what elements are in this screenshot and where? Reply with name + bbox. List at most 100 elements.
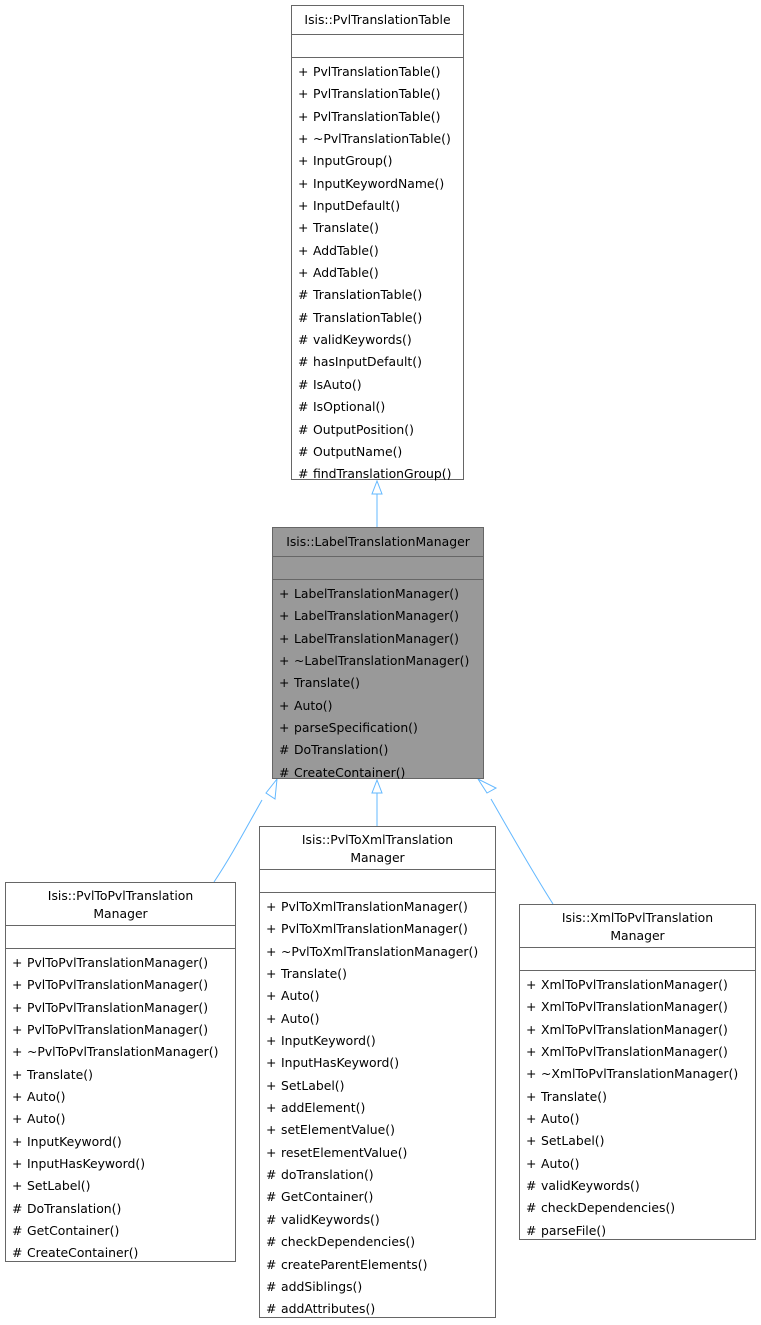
operation-row[interactable]: +InputDefault() [298, 195, 463, 217]
operation-row[interactable]: #DoTranslation() [12, 1198, 235, 1220]
operation-row[interactable]: +InputHasKeyword() [266, 1052, 495, 1074]
operation-row[interactable]: +Translate() [298, 217, 463, 239]
class-pvl-to-pvl-translation-manager[interactable]: Isis::PvlToPvlTranslation Manager +PvlTo… [5, 882, 236, 1262]
operation-row[interactable]: +LabelTranslationManager() [279, 583, 483, 605]
operation-row[interactable]: +PvlToXmlTranslationManager() [266, 918, 495, 940]
operation-row[interactable]: +PvlToPvlTranslationManager() [12, 997, 235, 1019]
visibility-marker: + [12, 1066, 23, 1082]
visibility-marker: # [526, 1178, 537, 1194]
visibility-marker: # [279, 742, 290, 758]
operation-row[interactable]: #hasInputDefault() [298, 351, 463, 373]
operation-row[interactable]: +LabelTranslationManager() [279, 605, 483, 627]
visibility-marker: + [526, 1066, 537, 1082]
operation-row[interactable]: #findTranslationGroup() [298, 463, 463, 485]
operation-row[interactable]: #TranslationTable() [298, 307, 463, 329]
operation-row[interactable]: +PvlTranslationTable() [298, 83, 463, 105]
operation-row[interactable]: +Auto() [526, 1108, 755, 1130]
operation-row[interactable]: #parseFile() [526, 1220, 755, 1242]
operation-row[interactable]: +SetLabel() [12, 1175, 235, 1197]
operation-name: PvlToPvlTranslationManager() [27, 999, 209, 1015]
operation-row[interactable]: #checkDependencies() [266, 1231, 495, 1253]
operation-row[interactable]: +PvlTranslationTable() [298, 106, 463, 128]
arrowhead-focus-center [371, 778, 383, 794]
class-pvl-to-xml-translation-manager[interactable]: Isis::PvlToXmlTranslation Manager +PvlTo… [259, 826, 496, 1318]
operation-row[interactable]: #checkDependencies() [526, 1197, 755, 1219]
operation-row[interactable]: +InputKeyword() [12, 1131, 235, 1153]
operation-row[interactable]: #doTranslation() [266, 1164, 495, 1186]
class-name-line-1: Isis::PvlToXmlTranslation [301, 832, 454, 847]
operation-row[interactable]: +Auto() [279, 695, 483, 717]
operation-row[interactable]: +Translate() [266, 963, 495, 985]
operation-row[interactable]: +InputKeyword() [266, 1030, 495, 1052]
operation-row[interactable]: +SetLabel() [526, 1130, 755, 1152]
operation-row[interactable]: +AddTable() [298, 240, 463, 262]
operation-row[interactable]: #IsOptional() [298, 396, 463, 418]
operation-row[interactable]: +InputKeywordName() [298, 173, 463, 195]
operation-row[interactable]: +PvlToPvlTranslationManager() [12, 1019, 235, 1041]
operation-row[interactable]: #OutputName() [298, 441, 463, 463]
operation-row[interactable]: #IsAuto() [298, 374, 463, 396]
visibility-marker: + [266, 1100, 277, 1116]
operation-row[interactable]: #addSiblings() [266, 1276, 495, 1298]
operation-row[interactable]: +~PvlTranslationTable() [298, 128, 463, 150]
operation-row[interactable]: #GetContainer() [12, 1220, 235, 1242]
operation-row[interactable]: #TranslationTable() [298, 284, 463, 306]
operation-row[interactable]: +PvlToXmlTranslationManager() [266, 896, 495, 918]
operation-name: SetLabel() [281, 1077, 345, 1093]
operation-row[interactable]: +Auto() [12, 1086, 235, 1108]
operation-row[interactable]: #validKeywords() [266, 1209, 495, 1231]
operation-row[interactable]: +XmlToPvlTranslationManager() [526, 1019, 755, 1041]
operation-row[interactable]: +Translate() [12, 1064, 235, 1086]
operation-row[interactable]: +~PvlToXmlTranslationManager() [266, 941, 495, 963]
visibility-marker: + [526, 1088, 537, 1104]
operation-row[interactable]: +SetLabel() [266, 1075, 495, 1097]
operation-row[interactable]: #addAttributes() [266, 1298, 495, 1320]
visibility-marker: # [298, 376, 309, 392]
operation-row[interactable]: #GetContainer() [266, 1186, 495, 1208]
operation-row[interactable]: +PvlTranslationTable() [298, 61, 463, 83]
operation-row[interactable]: +addElement() [266, 1097, 495, 1119]
operation-row[interactable]: +XmlToPvlTranslationManager() [526, 996, 755, 1018]
class-pvl-translation-table[interactable]: Isis::PvlTranslationTable +PvlTranslatio… [291, 5, 464, 481]
operation-row[interactable]: +Auto() [266, 1008, 495, 1030]
operation-row[interactable]: #validKeywords() [526, 1175, 755, 1197]
operation-row[interactable]: #OutputPosition() [298, 419, 463, 441]
class-xml-to-pvl-translation-manager[interactable]: Isis::XmlToPvlTranslation Manager +XmlTo… [519, 904, 756, 1240]
operation-name: Auto() [27, 1089, 66, 1105]
operation-row[interactable]: +parseSpecification() [279, 717, 483, 739]
operation-row[interactable]: +InputGroup() [298, 150, 463, 172]
operation-row[interactable]: +InputHasKeyword() [12, 1153, 235, 1175]
attributes-compartment [520, 948, 755, 971]
visibility-marker: + [279, 608, 290, 624]
class-name: Isis::PvlTranslationTable [292, 6, 463, 35]
operation-row[interactable]: +Auto() [266, 985, 495, 1007]
operation-row[interactable]: +resetElementValue() [266, 1142, 495, 1164]
operation-name: PvlTranslationTable() [313, 86, 441, 102]
operation-row[interactable]: +AddTable() [298, 262, 463, 284]
operation-row[interactable]: +XmlToPvlTranslationManager() [526, 974, 755, 996]
operation-row[interactable]: #CreateContainer() [12, 1242, 235, 1264]
operation-name: Translate() [313, 220, 379, 236]
operation-name: LabelTranslationManager() [294, 630, 459, 646]
operation-row[interactable]: #validKeywords() [298, 329, 463, 351]
operation-row[interactable]: +PvlToPvlTranslationManager() [12, 974, 235, 996]
operation-row[interactable]: +XmlToPvlTranslationManager() [526, 1041, 755, 1063]
operation-row[interactable]: +LabelTranslationManager() [279, 628, 483, 650]
operation-row[interactable]: +setElementValue() [266, 1119, 495, 1141]
operation-row[interactable]: +PvlToPvlTranslationManager() [12, 952, 235, 974]
operation-row[interactable]: #DoTranslation() [279, 739, 483, 761]
operation-row[interactable]: +Auto() [526, 1153, 755, 1175]
operation-row[interactable]: +~XmlToPvlTranslationManager() [526, 1063, 755, 1085]
operation-row[interactable]: #createParentElements() [266, 1254, 495, 1276]
operation-row[interactable]: +~PvlToPvlTranslationManager() [12, 1041, 235, 1063]
operation-row[interactable]: +Translate() [526, 1086, 755, 1108]
visibility-marker: # [266, 1234, 277, 1250]
visibility-marker: + [298, 220, 309, 236]
operation-row[interactable]: +Auto() [12, 1108, 235, 1130]
class-label-translation-manager[interactable]: Isis::LabelTranslationManager +LabelTran… [272, 527, 484, 780]
operation-name: OutputPosition() [313, 421, 414, 437]
visibility-marker: # [266, 1256, 277, 1272]
operation-row[interactable]: +Translate() [279, 672, 483, 694]
operation-row[interactable]: +~LabelTranslationManager() [279, 650, 483, 672]
operation-row[interactable]: #CreateContainer() [279, 762, 483, 784]
